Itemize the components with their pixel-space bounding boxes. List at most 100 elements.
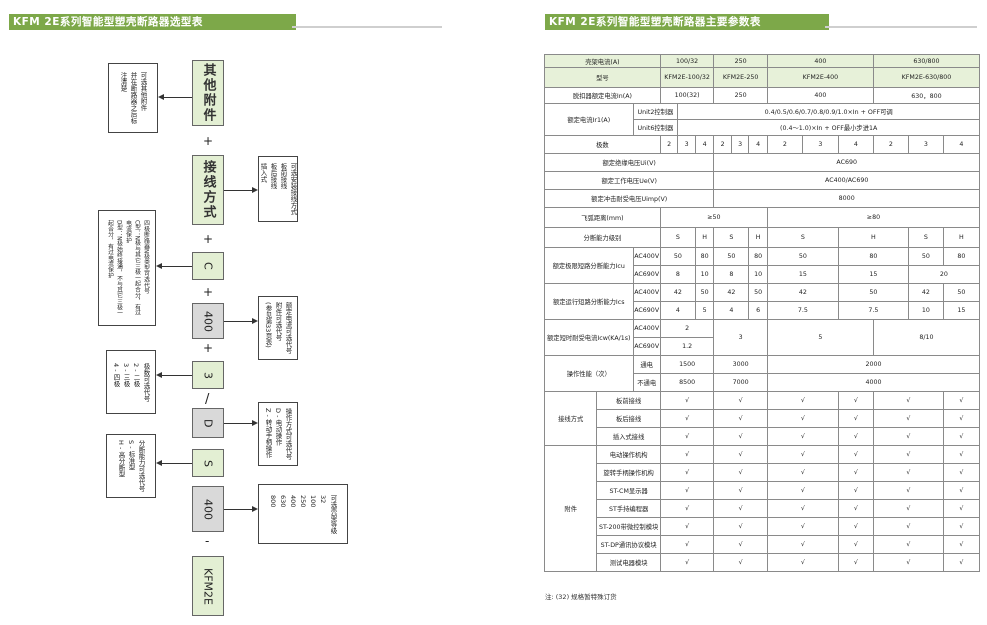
note-frame-400: 可选壳架等级 32 100 250 400 630 800	[258, 484, 348, 544]
table-cell: √	[713, 427, 768, 446]
table-cell: 400	[766, 87, 874, 104]
box-label: 其他附件	[200, 63, 216, 123]
table-cell: ST-CM显示器	[596, 481, 661, 500]
table-cell: (0.4～1.0)×In + OFF最小步进1A	[677, 119, 980, 136]
table-cell: 630/800	[872, 54, 981, 68]
arrow-head	[156, 263, 162, 269]
plus-sign: +	[203, 285, 214, 299]
table-cell: 4	[942, 135, 981, 154]
table-row: 接线方式 板前接线 √ √ √ √ √ √	[543, 391, 981, 446]
arrow-head	[158, 94, 164, 100]
table-row: AC690V 4 5 4 6 7.5 7.5 10 15	[545, 301, 981, 320]
box-400: 400	[192, 303, 224, 339]
arrow-head	[252, 318, 258, 324]
table-cell: √	[872, 481, 944, 500]
box-c: C	[192, 252, 224, 280]
table-cell: 通电	[632, 355, 661, 374]
parameters-title-rule	[825, 26, 977, 28]
table-cell: √	[766, 553, 839, 572]
table-cell: 额定绝缘电压Ui(V)	[543, 153, 715, 172]
table-cell: ST手持编程器	[596, 499, 661, 518]
table-row: ST-CM显示器 √ √ √ √ √ √	[545, 481, 981, 500]
table-row: 插入式接线 √ √ √ √ √ √	[545, 427, 981, 446]
table-cell: 2000	[766, 355, 981, 374]
table-cell: √	[837, 409, 874, 428]
table-cell: 3	[677, 135, 696, 154]
table-cell: KFM2E-250	[713, 67, 768, 88]
table-cell: √	[942, 517, 981, 536]
table-cell: 接线方式	[543, 391, 598, 446]
selection-title-rule	[292, 26, 442, 28]
table-cell: √	[766, 427, 839, 446]
table-row: 极数 2 3 4 2 3 4 2 3 4 2 3 4	[544, 135, 981, 154]
table-cell: √	[837, 463, 874, 482]
table-cell: 10	[694, 265, 715, 284]
box-label: D	[201, 418, 215, 428]
table-cell: 50	[694, 283, 715, 302]
table-row: 额定工作电压Ue(V) AC400/AC690	[543, 171, 980, 190]
box-model: KFM2E	[192, 556, 224, 616]
table-cell: √	[837, 391, 874, 410]
arrow-head	[252, 506, 258, 512]
table-cell: 测试电器模块	[596, 553, 661, 572]
plus-sign: +	[203, 341, 214, 355]
table-cell: AC400/AC690	[713, 171, 980, 190]
arrow-head	[252, 187, 258, 193]
table-cell: 2	[766, 135, 803, 154]
table-cell: 4	[659, 301, 696, 320]
table-cell: 50	[713, 247, 750, 266]
table-cell: √	[659, 499, 715, 518]
table-cell: 板后接线	[596, 409, 661, 428]
table-cell: ≥80	[766, 207, 981, 228]
table-cell: AC690V	[632, 337, 661, 356]
box-frame-400: 400	[192, 486, 224, 532]
box-wiring-method: 接线方式	[192, 155, 224, 225]
table-cell: S	[713, 227, 750, 248]
box-label: 400	[201, 498, 215, 520]
table-cell: 80	[837, 247, 909, 266]
table-cell: √	[766, 535, 839, 554]
table-cell: √	[837, 445, 874, 464]
footnote: 注: (32) 规格暂特殊订货	[545, 593, 617, 601]
table-cell: √	[837, 427, 874, 446]
box-d: D	[192, 408, 224, 438]
table-cell: √	[766, 517, 839, 536]
note-text: 极数可选代号 2 - 二极 3 - 三极 4 - 四极	[112, 362, 150, 402]
table-cell: 50	[766, 247, 839, 266]
table-cell: √	[766, 463, 839, 482]
table-cell: S	[766, 227, 839, 248]
table-row: 额定电流Ir1(A) Unit2控制器 0.4/0.5/0.6/0.7/0.8/…	[544, 103, 980, 136]
table-cell: 50	[907, 247, 944, 266]
table-cell: √	[713, 391, 768, 410]
note-400: 额定电流可选代号 附件可选代号 (参见第33页表)	[258, 296, 298, 360]
table-cell: 额定冲击耐受电压Uimp(V)	[543, 189, 715, 208]
arrow-line	[224, 423, 252, 424]
table-cell: 不通电	[632, 373, 661, 392]
table-cell: √	[659, 517, 715, 536]
table-cell: H	[748, 227, 768, 248]
table-cell: √	[942, 481, 981, 500]
table-cell: 2	[659, 319, 715, 338]
table-row: ST-DP通讯协议模块 √ √ √ √ √ √	[545, 535, 981, 554]
table-cell: 4	[748, 135, 768, 154]
table-cell: 附件	[543, 445, 598, 572]
table-cell: 42	[766, 283, 839, 302]
table-cell: 80	[748, 247, 768, 266]
table-row: 额定短时耐受电流Icw(KA/1s) AC400V 2 3 5 8/10	[544, 319, 981, 356]
table-row: ST手持编程器 √ √ √ √ √ √	[545, 499, 981, 518]
arrow-line	[224, 190, 252, 191]
table-cell: 15	[766, 265, 839, 284]
dash-sign: -	[205, 534, 210, 548]
table-cell: Unit6控制器	[632, 119, 679, 136]
box-label: C	[201, 262, 215, 270]
table-cell: 8500	[659, 373, 715, 392]
table-row: 额定绝缘电压Ui(V) AC690	[543, 153, 980, 172]
table-cell: √	[766, 409, 839, 428]
table-cell: AC690V	[632, 301, 661, 320]
box-label: 接线方式	[200, 160, 216, 220]
table-cell: √	[872, 427, 944, 446]
table-row: 型号 KFM2E-100/32 KFM2E-250 KFM2E-400 KFM2…	[544, 67, 981, 88]
note-text: 操作方式可选代号 D - 电动操作 Z - 转动手柄操作	[264, 408, 292, 460]
plus-sign: +	[203, 232, 214, 246]
table-cell: √	[713, 535, 768, 554]
